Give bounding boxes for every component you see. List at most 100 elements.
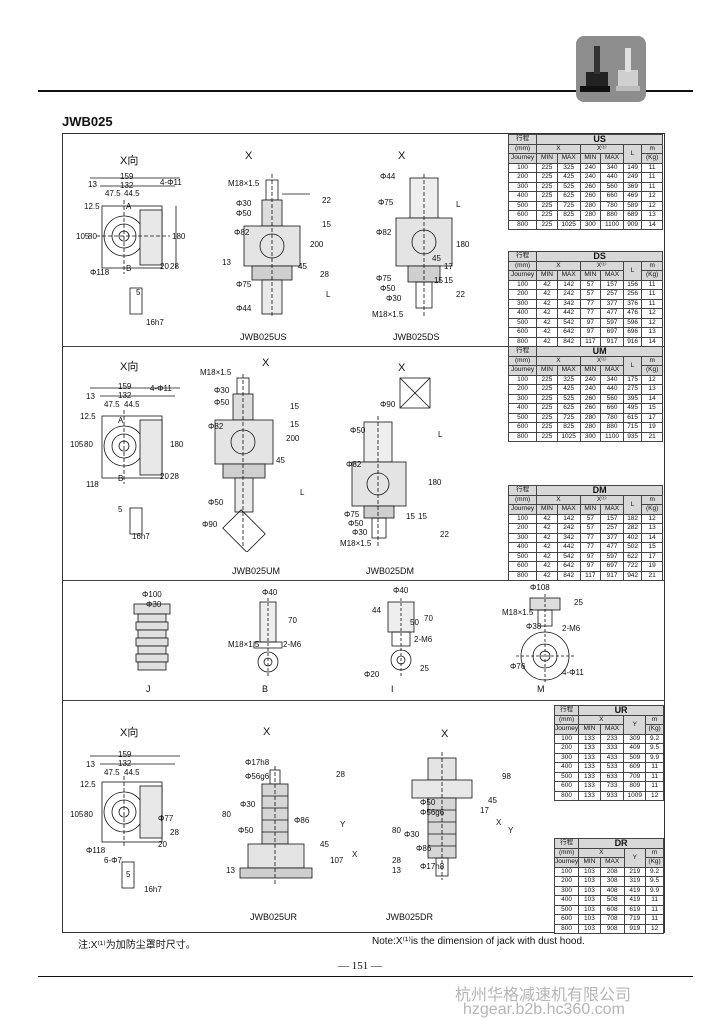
dim-m-2m6: 2-M6 (562, 624, 581, 633)
dim-dm-phi30: Φ30 (352, 528, 368, 537)
section-divider-3 (62, 700, 665, 701)
dim2-44-5: 44.5 (124, 400, 140, 409)
dim-80: 80 (88, 232, 97, 241)
jwb025dr-side-drawing (411, 752, 473, 880)
label-m: M (537, 684, 545, 694)
caption-jwb025ur: JWB025UR (250, 912, 298, 922)
dim-ds-45: 45 (432, 254, 441, 263)
dim-dm-m18: M18×1.5 (340, 539, 372, 548)
dim4-47-5: 47.5 (104, 768, 120, 777)
dim4-phi77: Φ77 (158, 814, 174, 823)
dim-b-m18: M18×1.5 (228, 640, 260, 649)
caption-jwb025dm: JWB025DM (366, 566, 415, 576)
dim2-4-phi11: 4-Φ11 (150, 384, 172, 393)
dim-dm-15: 15 (406, 512, 415, 521)
dim2-105: 105 (70, 440, 84, 449)
label-b-2: B (118, 474, 124, 483)
dim-us-28: 28 (320, 270, 329, 279)
dim-dm-15b: 15 (418, 512, 427, 521)
dim2-118: 118 (86, 480, 99, 489)
accessory-i-drawing (387, 598, 415, 676)
dim-dr-80: 80 (392, 826, 401, 835)
x-label-us: X (245, 150, 253, 162)
dim-4-phi11: 4-Φ11 (160, 178, 182, 187)
page-number: — 151 — (338, 960, 382, 972)
dim-um-45: 45 (276, 456, 285, 465)
note-chinese: 注:X⁽¹⁾为加防尘罩时尺寸。 (78, 940, 196, 951)
dim-ds-l: L (456, 200, 461, 209)
product-photo-panel (576, 36, 646, 102)
caption-jwb025us: JWB025US (240, 332, 287, 342)
dim2-159: 159 (118, 382, 132, 391)
jwb025ds-side-drawing (395, 174, 453, 316)
x-label-ur: X (263, 726, 271, 738)
dim-dr-17: 17 (480, 806, 489, 815)
dim-um-m18: M18×1.5 (200, 368, 232, 377)
dim-us-phi50: Φ50 (236, 209, 252, 218)
watermark-company: 杭州华格减速机有限公司 (455, 987, 632, 1004)
dim-dm-phi50: Φ50 (350, 426, 366, 435)
dim-dr-28: 28 (392, 856, 401, 865)
dim-um-200: 200 (286, 434, 300, 443)
dim2-28: 28 (170, 472, 179, 481)
dim4-44-5: 44.5 (124, 768, 140, 777)
jwb025um-xdir-drawing (90, 387, 180, 535)
dim-dm-phi50b: Φ50 (348, 519, 364, 528)
dim-i-25: 25 (420, 664, 429, 673)
jwb025us-side-drawing (243, 174, 310, 316)
dim-us-phi75: Φ75 (236, 280, 252, 289)
dim-ds-phi50: Φ50 (380, 284, 396, 293)
dim-13: 13 (88, 180, 97, 189)
dim-us-200: 200 (310, 240, 324, 249)
dim-m-phi38: Φ38 (526, 622, 542, 631)
dim4-12-5: 12.5 (80, 780, 96, 789)
dim2-13: 13 (86, 392, 95, 401)
label-j: J (146, 684, 151, 694)
dim-dr-98: 98 (502, 772, 511, 781)
dim-dm-180: 180 (428, 478, 442, 487)
dim-dr-x: X (496, 818, 502, 827)
dim-us-m18: M18×1.5 (228, 179, 260, 188)
dim-us-15: 15 (322, 220, 331, 229)
jwb025ur-xdir-drawing (90, 755, 180, 889)
dim4-105: 105 (70, 810, 84, 819)
dim-j-phi30: Φ30 (146, 600, 162, 609)
dim-phi118: Φ118 (90, 268, 110, 277)
dim-us-l: L (326, 290, 331, 299)
dim-dm-l: L (438, 430, 443, 439)
dim-105: 105 (76, 232, 90, 241)
dim-159: 159 (120, 172, 134, 181)
dim-ds-17: 17 (444, 262, 453, 271)
accessory-m-drawing (516, 594, 574, 682)
section-divider-1 (62, 346, 665, 347)
dim-um-phi90: Φ90 (202, 520, 218, 529)
dim-ds-m18: M18×1.5 (372, 310, 404, 319)
label-a-2: A (118, 416, 124, 425)
x-label-ds: X (398, 150, 406, 162)
dim4-phi118: Φ118 (86, 846, 106, 855)
dim-44-5: 44.5 (124, 189, 140, 198)
dim-12-5: 12.5 (84, 202, 100, 211)
dim-um-phi50: Φ50 (214, 398, 230, 407)
jack-photo-icon (580, 46, 640, 92)
dim-ds-phi75: Φ75 (378, 198, 394, 207)
label-b-acc: B (262, 684, 269, 694)
dim-us-22: 22 (322, 196, 331, 205)
